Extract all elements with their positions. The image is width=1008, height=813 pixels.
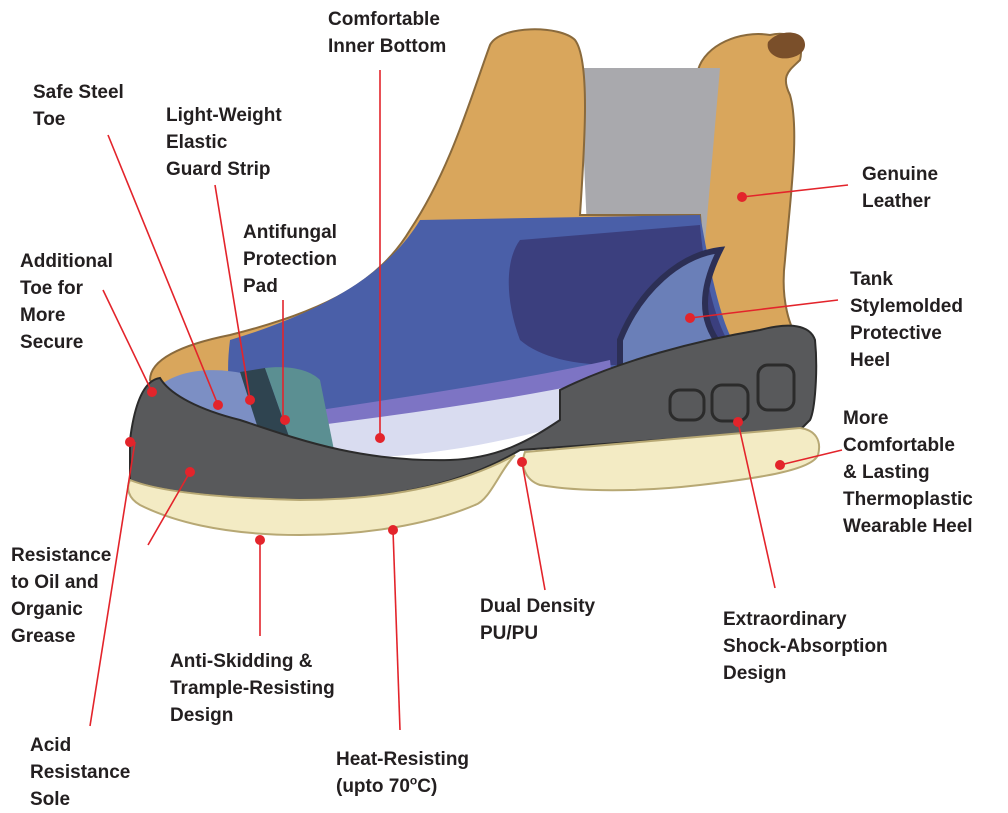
dot-inner-bottom [375, 433, 385, 443]
heat-resist-unit: C) [417, 776, 437, 797]
label-shock-absorption: Extraordinary Shock-Absorption Design [723, 606, 888, 687]
dot-oil-grease [185, 467, 195, 477]
dot-acid-sole [125, 437, 135, 447]
dot-heat-resist [388, 525, 398, 535]
label-steel-toe: Safe Steel Toe [33, 79, 124, 133]
label-inner-bottom: Comfortable Inner Bottom [328, 6, 446, 60]
label-leather: Genuine Leather [862, 161, 938, 215]
label-heat-resist: Heat-Resisting (upto 70oC) [336, 746, 469, 800]
dot-thermo-heel [775, 460, 785, 470]
dot-leather [737, 192, 747, 202]
label-antifungal: Antifungal Protection Pad [243, 219, 337, 300]
dot-guard-strip [245, 395, 255, 405]
label-acid-sole: Acid Resistance Sole [30, 732, 130, 813]
dot-dual-density [517, 457, 527, 467]
label-anti-skid: Anti-Skidding & Trample-Resisting Design [170, 648, 335, 729]
label-oil-grease: Resistance to Oil and Organic Grease [11, 542, 111, 650]
heat-resist-main: Heat-Resisting (upto 70 [336, 749, 469, 797]
label-guard-strip: Light-Weight Elastic Guard Strip [166, 102, 282, 183]
dot-tank-heel [685, 313, 695, 323]
label-thermo-heel: More Comfortable & Lasting Thermoplastic… [843, 405, 973, 540]
label-additional-toe: Additional Toe for More Secure [20, 248, 113, 356]
dot-antifungal [280, 415, 290, 425]
label-tank-heel: Tank Stylemolded Protective Heel [850, 266, 963, 374]
dot-additional-toe [147, 387, 157, 397]
leader-heat-resist [393, 530, 400, 730]
dot-shock-absorption [733, 417, 743, 427]
dot-steel-toe [213, 400, 223, 410]
dot-anti-skid [255, 535, 265, 545]
label-dual-density: Dual Density PU/PU [480, 593, 595, 647]
